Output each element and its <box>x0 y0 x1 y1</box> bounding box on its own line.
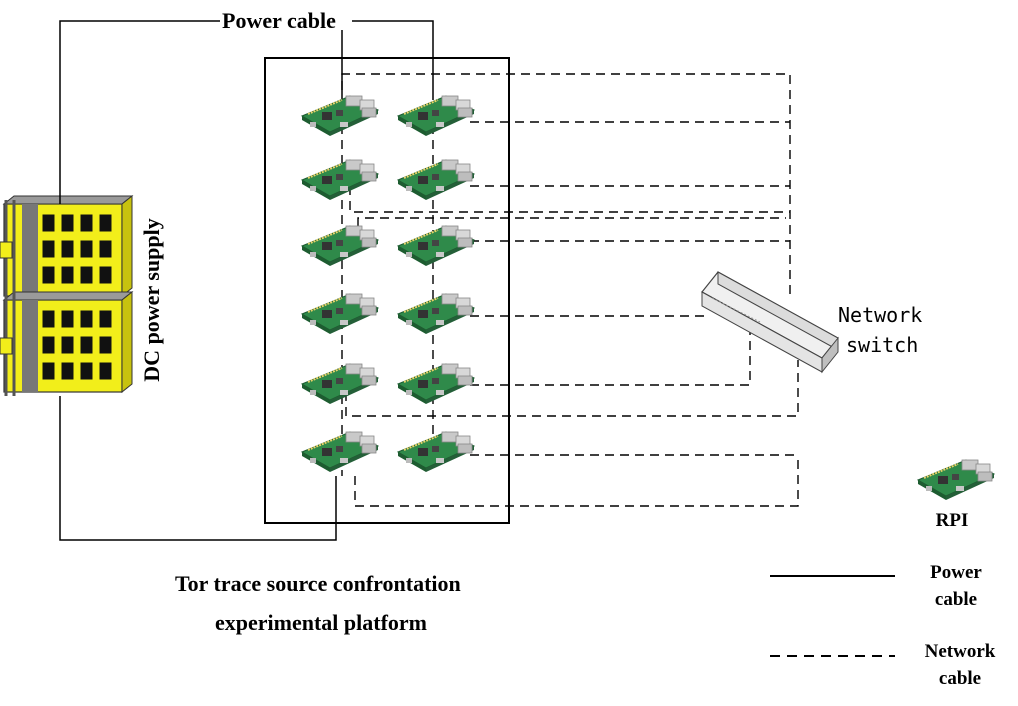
raspberry-pi-board-icon <box>397 293 475 335</box>
network-cable-segment <box>470 330 751 386</box>
legend-power-label-line1: Power <box>930 562 982 583</box>
switch-label-line2: switch <box>846 333 919 357</box>
raspberry-pi-board-icon <box>397 95 475 137</box>
platform-caption-line2: experimental platform <box>215 610 427 635</box>
raspberry-pi-board-icon <box>301 431 379 473</box>
raspberry-pi-board-icon <box>397 159 475 201</box>
legend-network-label-line2: cable <box>938 668 982 689</box>
platform-caption-line1: Tor trace source confrontation <box>175 571 461 596</box>
legend-network-label-line1: Network <box>924 641 996 662</box>
raspberry-pi-board-icon <box>301 293 379 335</box>
network-cables <box>341 73 799 507</box>
dc-power-supply-icon <box>0 195 133 396</box>
raspberry-pi-board-icon <box>397 225 475 267</box>
network-cable-segment <box>345 360 799 417</box>
raspberry-pi-board-icon <box>397 431 475 473</box>
platform-frame <box>264 57 510 524</box>
dc-power-supply-label: DC power supply <box>139 218 164 382</box>
legend-rpi-label: RPI <box>935 510 969 531</box>
network-cable-segment <box>357 217 786 226</box>
power-cable-top-label: Power cable <box>222 8 336 33</box>
network-cable-segment <box>354 455 799 507</box>
network-cable-segment <box>349 186 790 213</box>
raspberry-pi-board-icon <box>301 159 379 201</box>
network-switch-icon <box>701 271 839 374</box>
raspberry-pi-board-icon <box>301 225 379 267</box>
legend-power-label-line2: cable <box>934 589 978 610</box>
legend-rpi-icon <box>917 459 995 501</box>
switch-label-line1: Network <box>838 303 923 327</box>
raspberry-pi-board-icon <box>397 363 475 405</box>
raspberry-pi-board-icon <box>301 363 379 405</box>
network-cable-segment <box>341 73 791 300</box>
raspberry-pi-board-icon <box>301 95 379 137</box>
